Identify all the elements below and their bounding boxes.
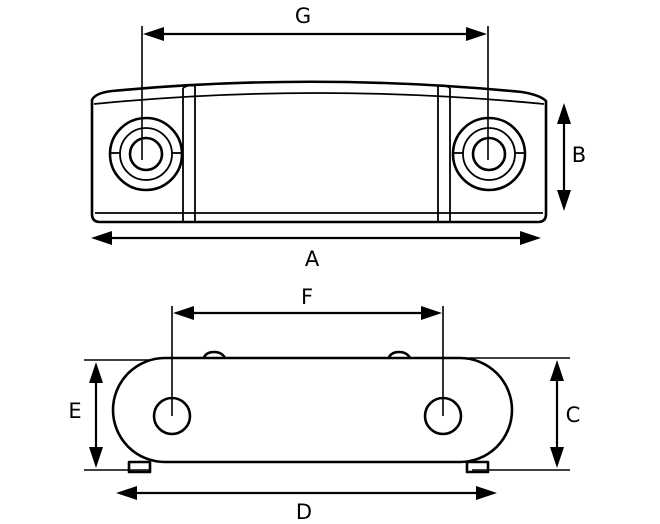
dimension-a-label: A	[305, 247, 320, 271]
dimension-d	[116, 486, 497, 500]
top-view-body-outline	[90, 80, 548, 224]
dimension-e-label: E	[68, 399, 81, 423]
top-view-right-screw-hole	[451, 116, 527, 192]
dimension-e	[89, 362, 103, 468]
dimension-g-label: G	[295, 4, 311, 28]
dimension-g	[143, 27, 487, 41]
dimension-f-label: F	[301, 285, 313, 309]
dimension-d-label: D	[296, 500, 312, 524]
dimension-a	[91, 231, 541, 245]
top-view-left-rib-cap	[182, 84, 196, 89]
bottom-view-body-outline	[111, 356, 514, 464]
top-view-left-screw-hole	[108, 116, 184, 192]
dimension-c	[550, 360, 564, 468]
top-view: G A B	[90, 4, 586, 271]
top-view-inner-top-edge	[93, 92, 545, 105]
dimension-f	[173, 306, 442, 320]
dimension-b-label: B	[572, 143, 586, 167]
top-view-right-rib-cap	[437, 84, 451, 89]
dimension-c-label: C	[566, 403, 581, 427]
bottom-view: F E C D	[68, 285, 580, 524]
dimension-b	[557, 103, 571, 211]
top-view-right-rib	[437, 86, 451, 221]
